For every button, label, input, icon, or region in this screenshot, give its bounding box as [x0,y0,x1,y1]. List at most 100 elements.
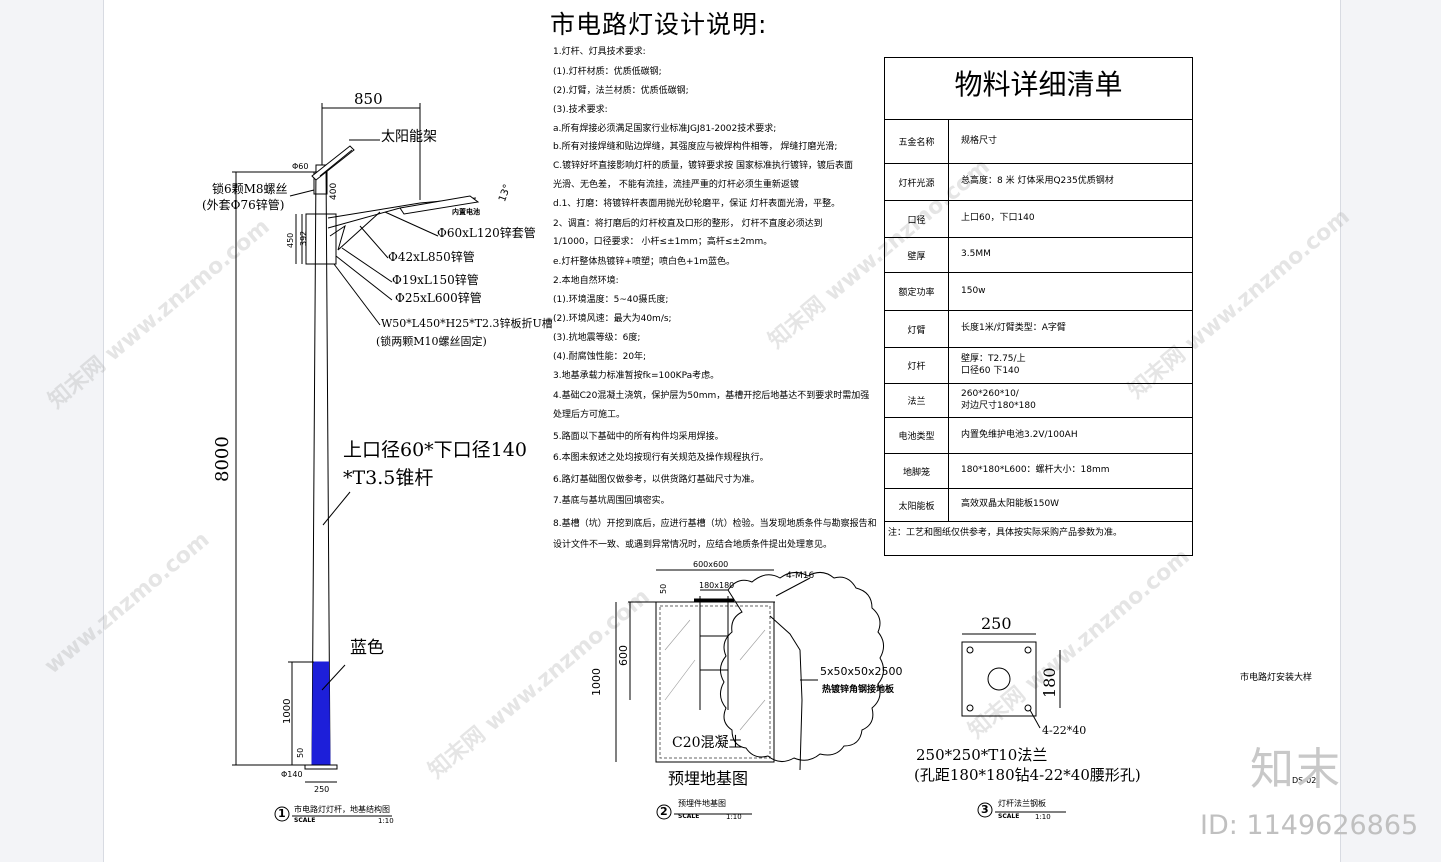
lock-bolt-label: 锁6颗M8螺丝 [212,182,288,196]
material-row: 法兰 260*260*10/ 对边尺寸180*180 [885,384,1192,418]
material-value: 总高度：8 米 灯体采用Q235优质钢材 [961,176,1114,187]
design-note-line: 2.本地自然环境: [553,276,619,286]
material-value: 3.5MM [961,249,991,260]
material-value: 规格尺寸 [961,135,998,146]
material-key: 灯杆 [885,348,949,383]
dim-50: 50 [296,747,305,758]
design-note-line: (3).抗地震等级：6度; [553,333,641,343]
dim-600: 600 [617,645,630,666]
ground-plate-label: 热镀锌角钢接地板 [822,685,895,695]
phi140-label: Φ140 [281,770,303,779]
material-value: 150w [961,285,986,296]
material-key: 电池类型 [885,418,949,453]
dim-50: 50 [659,583,668,594]
image-id: ID: 1149626865 [1200,810,1419,841]
material-key: 地脚笼 [885,454,949,488]
design-note-line: a.所有焊接必须满足国家行业标准JGJ81-2002技术要求; [553,124,777,134]
design-note-line: 7.基底与基坑周围回填密实。 [553,496,670,506]
u-slot-label: W50*L450*H25*T2.3锌板折U槽 [381,317,553,330]
design-note-line: (1).灯杆材质：优质低碳钢; [553,67,662,77]
caption-2: 预埋件地基图 [678,799,726,808]
tube3-label: Φ19xL150锌管 [392,273,479,287]
dim-1000: 1000 [282,698,293,724]
dim-total: 8000 [212,436,233,482]
flange-dim-250: 250 [981,614,1012,633]
sleeve-label: (外套Φ76锌管) [202,198,285,212]
design-note-line: e.灯杆整体热镀锌+喷塑；喷白色+1m蓝色。 [553,257,735,267]
material-row: 地脚笼 180*180*L600：螺杆大小：18mm [885,454,1192,489]
dim-450: 450 [286,232,295,248]
design-note-line: 3.地基承载力标准暂按fk=100KPa考虑。 [553,371,720,381]
caption-3-num: 3 [981,803,989,816]
design-note-line: b.所有对接焊缝和贴边焊缝，其强度应与被焊构件相等， 焊缝打磨光滑; [553,142,838,152]
cone-label-2: *T3.5锥杆 [343,467,434,489]
dim-arm: 850 [354,90,383,108]
drawing-sheet [103,0,1341,862]
side-title: 市电路灯安装大样 [1240,673,1313,683]
design-note-line: 设计文件不一致、或遇到异常情况时，应结合地质条件提出处理意见。 [553,540,833,550]
material-key: 太阳能板 [885,489,949,521]
material-row: 壁厚 3.5MM [885,238,1192,273]
phi60-label: Φ60 [292,162,309,171]
tube4-label: Φ25xL600锌管 [395,291,482,305]
material-value: 260*260*10/ 对边尺寸180*180 [961,388,1036,411]
caption-2-num: 2 [660,805,668,818]
design-note-line: (2).灯臂，法兰材质：优质低碳钢; [553,86,689,96]
design-note-line: 2、调直：将打磨后的灯杆校直及口形的整形， 灯杆不直度必须达到 [553,219,823,229]
design-note-line: (4).耐腐蚀性能：20年; [553,352,647,362]
material-value: 180*180*L600：螺杆大小：18mm [961,465,1110,476]
material-row: 灯杆光源 总高度：8 米 灯体采用Q235优质钢材 [885,164,1192,201]
brand-watermark: 知末 [1250,744,1342,795]
material-key: 灯杆光源 [885,164,949,200]
material-value: 长度1米/灯臂类型：A字臂 [961,323,1066,334]
material-key: 法兰 [885,384,949,417]
material-row: 口径 上口60，下口140 [885,201,1192,238]
flange-desc-1: 250*250*T10法兰 [916,746,1048,764]
material-key: 口径 [885,201,949,237]
dim-base: 250 [314,785,330,794]
material-table-title: 物料详细清单 [885,58,1192,120]
material-value: 高效双晶太阳能板150W [961,499,1060,510]
design-note-line: d.1、打磨：将镀锌杆表面用抛光砂轮磨平，保证 灯杆表面光滑，平整。 [553,199,841,209]
design-note-line: 8.基槽（坑）开挖到底后，应进行基槽（坑）检验。当发现地质条件与勘察报告和 [553,519,877,529]
blue-label: 蓝色 [350,638,384,658]
concrete-label: C20混凝土 [672,735,743,751]
caption-1: 市电路灯灯杆，地基结构图 [294,805,390,814]
material-key: 壁厚 [885,238,949,272]
flange-dim-180: 180 [1040,667,1059,698]
tube1-label: Φ60xL120锌套管 [437,226,536,240]
dim-top: 600x600 [693,560,729,569]
material-row: 灯臂 长度1米/灯臂类型：A字臂 [885,311,1192,348]
design-note-line: 处理后方可施工。 [553,410,626,420]
material-table: 物料详细清单 五金名称规格尺寸灯杆光源 总高度：8 米 灯体采用Q235优质钢材口… [884,57,1193,556]
design-note-line: 1/1000，口径要求： 小杆≤±1mm；高杆≤±2mm。 [553,237,773,247]
dim-400: 400 [329,182,339,200]
material-row: 五金名称规格尺寸 [885,120,1192,164]
caption-3-scale: SCALE [998,813,1020,820]
dim-392: 392 [299,230,308,246]
lamp-battery-label: 内置电池 [452,208,480,216]
flange-holes: 4-22*40 [1042,724,1087,737]
design-note-line: 6.本图未叙述之处均按现行有关规范及操作规程执行。 [553,453,769,463]
solar-frame-label: 太阳能架 [381,129,437,145]
design-note-line: 光滑、无色差， 不能有流挂，流挂严重的灯杆必须生重新返镀 [553,180,799,190]
design-note-line: 1.灯杆、灯具技术要求: [553,47,646,57]
material-key: 灯臂 [885,311,949,347]
design-note-line: C.镀锌好坏直接影响灯杆的质量，镀锌要求按 国家标准执行镀锌，镀后表面 [553,161,854,171]
caption-3: 灯杆法兰钢板 [998,799,1046,808]
material-value: 壁厚：T2.75/上 口径60 下140 [961,353,1026,376]
material-value: 内置免维护电池3.2V/100AH [961,429,1078,440]
design-note-line: 6.路灯基础图仅做参考，以供货路灯基础尺寸为准。 [553,475,760,485]
caption-2-scale: SCALE [678,813,700,820]
caption-2-ratio: 1:10 [726,813,742,821]
caption-1-ratio: 1:10 [378,817,394,825]
page-title: 市电路灯设计说明: [550,10,768,39]
material-row: 额定功率 150w [885,273,1192,311]
foundation-title: 预埋地基图 [668,769,749,788]
design-note-line: (2).环境风速：最大为40m/s; [553,314,672,324]
material-key: 额定功率 [885,273,949,310]
design-note-line: 4.基础C20混凝土浇筑，保护层为50mm，基槽开挖后地基达不到要求时需加强 [553,391,870,401]
dim-180: 180x180 [699,581,735,590]
material-value: 上口60，下口140 [961,213,1035,224]
caption-1-scale: SCALE [294,817,316,824]
